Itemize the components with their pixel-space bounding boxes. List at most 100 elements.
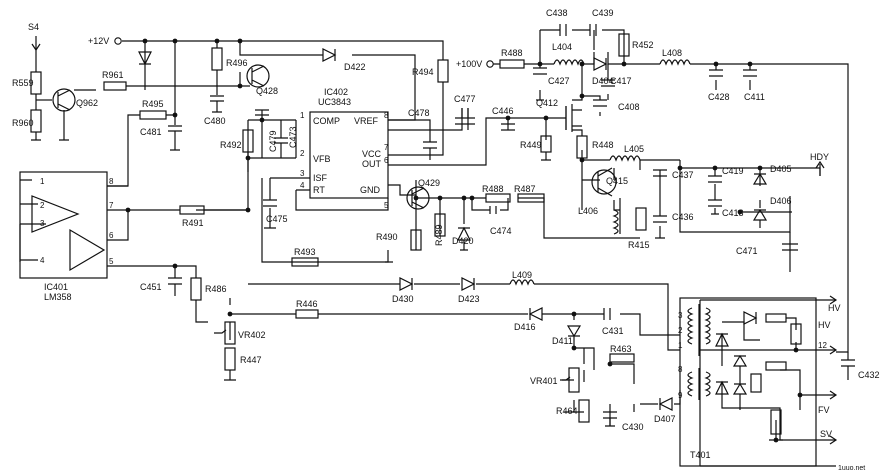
t401-windings [687,304,711,400]
capacitor-c446 [501,123,515,131]
capacitor-c480 [210,95,224,112]
label-c408: C408 [618,102,640,112]
watermark: 1uuo.net [838,465,865,472]
label-r496: R496 [226,58,248,68]
diode-t401-mid [732,354,748,367]
label-c430: C430 [622,422,644,432]
capacitor-c439 [589,24,597,36]
capacitor-c477 [455,108,475,125]
label-c479: C479 [268,130,278,152]
t401-pin-12: 12 [818,341,827,350]
ic402-pin-out: OUT [362,159,382,169]
label-c439: C439 [592,8,614,18]
ic401-opamp-a [31,195,80,233]
label-c436: C436 [672,212,694,222]
diode-d407 [658,397,673,411]
label-vr401: VR401 [530,376,558,386]
ic401-pin-6: 6 [109,231,114,240]
label-c437: C437 [672,170,694,180]
terminal-100v [486,60,494,68]
t401-pin-8: 8 [678,365,683,374]
label-d411: D411 [552,336,573,346]
output-arrows [829,295,838,445]
resistor-t401-fv2 [750,373,762,393]
capacitor-c473 [274,137,288,158]
ic401-opamp-b [69,228,106,272]
ic402-pin-vref: VREF [354,116,379,126]
label-c427: C427 [548,76,570,86]
inductor-l405 [609,155,641,162]
label-q429: Q429 [418,178,440,188]
label-c451: C451 [140,282,162,292]
label-r452: R452 [632,40,654,50]
ground-symbols [31,99,783,441]
label-r448: R448 [592,140,614,150]
label-vr402: VR402 [238,330,266,340]
label-ic402-ref: IC402 [324,87,348,97]
label-d405: D405 [770,164,792,174]
label-r490: R490 [376,232,398,242]
label-q962: Q962 [76,98,98,108]
resistor-t401-fv [765,361,787,371]
ic401-pin-2: 2 [40,201,45,210]
label-hdy: HDY [810,152,829,162]
label-r488a: R488 [501,48,523,58]
potentiometer-vr402 [224,321,236,345]
label-c481: C481 [140,127,162,137]
label-100v: +100V [456,59,482,69]
diode-d423 [461,277,476,291]
ic402-pin-6: 6 [384,156,389,165]
capacitor-c427 [533,67,547,75]
capacitor-c428 [709,69,723,77]
diode-d430 [399,277,414,291]
capacitor-c431 [603,308,611,320]
resistor-r452 [618,33,630,57]
capacitor-c437 [653,169,667,177]
resistor-r496 [211,47,223,71]
label-r559: R559 [12,78,34,88]
label-c446: C446 [492,106,514,116]
resistor-r489 [434,213,446,237]
label-d420: D420 [452,236,474,246]
inductor-l409 [509,279,535,286]
label-r493: R493 [294,247,316,257]
diode-input-clamp [138,51,152,66]
capacitor-c419 [708,175,722,183]
resistor-r464 [578,399,590,423]
label-ic401-part: LM358 [44,292,72,302]
resistor-r487 [517,193,545,203]
capacitor-c451 [168,266,182,296]
capacitor-c474 [489,206,497,214]
ic402-pin-3: 3 [300,169,305,178]
capacitor-c475 [263,199,277,207]
label-r492: R492 [220,140,242,150]
label-c471: C471 [736,246,758,256]
label-d423: D423 [458,294,480,304]
inductor-l406 [612,209,619,235]
diode-d404 [593,57,608,71]
capacitor-c432 [841,352,855,380]
capacitor-c471 [782,243,798,251]
label-s4: S4 [28,22,39,32]
diode-t401-left2 [715,380,729,395]
label-c477: C477 [454,94,476,104]
t401-pin-2: 2 [678,326,683,335]
transistor-q412 [565,104,582,132]
capacitor-c436 [653,215,667,223]
label-q428: Q428 [256,86,278,96]
label-d430: D430 [392,294,414,304]
wires [19,29,849,467]
label-12v: +12V [88,36,109,46]
label-r495: R495 [142,99,164,109]
capacitor-c417 [601,79,615,87]
ic402-pin-8: 8 [384,111,389,120]
label-r491: R491 [182,218,204,228]
label-l404: L404 [552,42,572,52]
label-d407: D407 [654,414,676,424]
resistor-r961 [103,81,127,91]
resistor-r559 [30,71,42,95]
label-r487: R487 [514,184,536,194]
label-d422: D422 [344,62,366,72]
resistor-t401-sv [770,409,782,435]
